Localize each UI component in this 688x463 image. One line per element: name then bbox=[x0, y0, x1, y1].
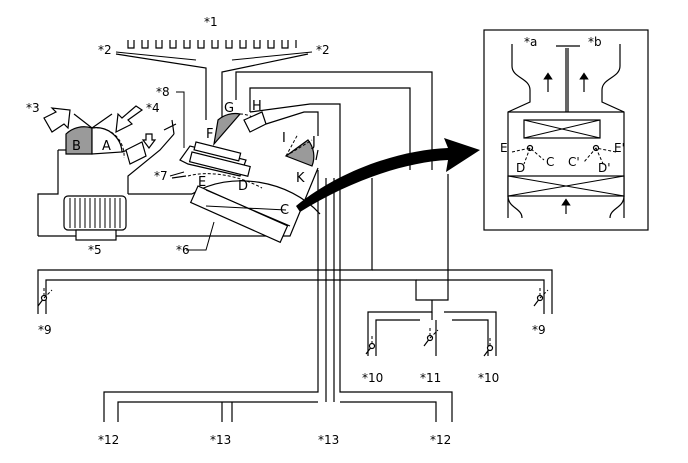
letter-a: A bbox=[102, 139, 111, 154]
callout-4: *4 bbox=[146, 101, 160, 115]
callout-8: *8 bbox=[156, 85, 170, 99]
heater-core-small bbox=[193, 141, 242, 162]
evaporator bbox=[189, 185, 289, 244]
detail-pointer-arrow bbox=[296, 138, 480, 212]
callout-6: *6 bbox=[176, 243, 190, 257]
detail-letter-d-prime: D' bbox=[598, 161, 611, 175]
filter-box bbox=[125, 141, 147, 165]
letter-e: E bbox=[198, 175, 206, 190]
callout-2-right: *2 bbox=[316, 43, 330, 57]
callout-leaders bbox=[169, 91, 215, 251]
mode-door-g bbox=[213, 112, 242, 147]
letter-i: I bbox=[282, 131, 286, 146]
callout-9-right: *9 bbox=[532, 323, 546, 337]
letter-c: C bbox=[280, 203, 289, 218]
letter-j: J bbox=[311, 135, 316, 150]
heater-core-upper bbox=[188, 151, 251, 177]
letter-h: H bbox=[252, 99, 262, 114]
detail-letter-e: E bbox=[500, 141, 508, 155]
callout-b: *b bbox=[588, 35, 602, 49]
leader-line-2-right bbox=[231, 51, 313, 61]
callout-a: *a bbox=[524, 35, 537, 49]
labels: *1 *2 *2 *3 *4 *5 *6 *7 *8 *9 *9 *10 *11… bbox=[26, 15, 625, 447]
callout-5: *5 bbox=[88, 243, 102, 257]
letter-f: F bbox=[206, 127, 213, 142]
small-down-arrow bbox=[141, 133, 157, 149]
callout-1: *1 bbox=[204, 15, 218, 29]
detail-letter-d: D bbox=[516, 161, 525, 175]
callout-7: *7 bbox=[154, 169, 168, 183]
duct-network bbox=[37, 170, 553, 422]
callout-9-left: *9 bbox=[38, 323, 52, 337]
blower-fan bbox=[63, 195, 127, 241]
callout-11: *11 bbox=[420, 371, 441, 385]
recirc-air-arrow bbox=[115, 105, 144, 134]
mode-door-k bbox=[284, 139, 315, 167]
callout-13-left: *13 bbox=[210, 433, 231, 447]
letter-g: G bbox=[224, 101, 234, 116]
fresh-air-arrow bbox=[43, 107, 71, 133]
intake-door-assembly bbox=[43, 105, 177, 165]
detail-letter-c-prime: C' bbox=[568, 155, 580, 169]
letter-k: K bbox=[296, 171, 305, 186]
letter-d: D bbox=[238, 179, 248, 194]
letter-b: B bbox=[72, 139, 81, 154]
detail-letter-e-prime: E' bbox=[614, 141, 625, 155]
defroster-outlets bbox=[127, 40, 297, 49]
callout-12-right: *12 bbox=[430, 433, 451, 447]
heater-core-region bbox=[171, 141, 321, 244]
hvac-case bbox=[37, 53, 319, 237]
callout-13-right: *13 bbox=[318, 433, 339, 447]
vent-flaps bbox=[37, 288, 549, 357]
callout-3: *3 bbox=[26, 101, 40, 115]
detail-inset bbox=[483, 29, 649, 231]
callout-10-right: *10 bbox=[478, 371, 499, 385]
callout-12-left: *12 bbox=[98, 433, 119, 447]
detail-letter-c: C bbox=[546, 155, 554, 169]
callout-2-left: *2 bbox=[98, 43, 112, 57]
callout-10-left: *10 bbox=[362, 371, 383, 385]
leader-line-2-left bbox=[115, 51, 197, 61]
mode-doors bbox=[213, 71, 433, 170]
